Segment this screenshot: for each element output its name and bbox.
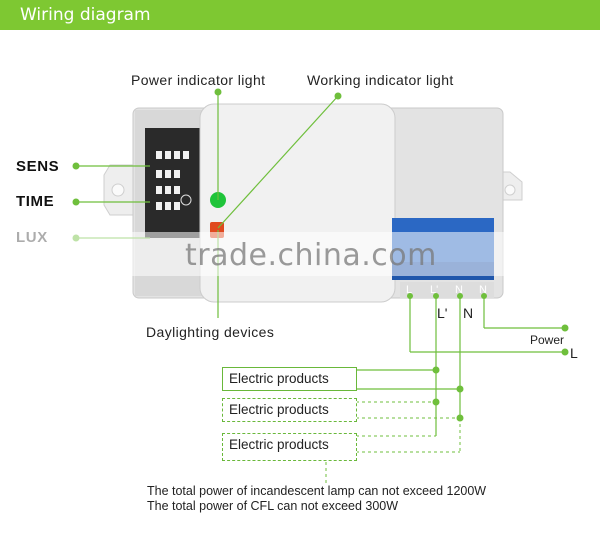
wiring-dots [407, 293, 569, 422]
watermark-band [0, 232, 600, 276]
electric-product-label: Electric products [229, 437, 329, 452]
electric-product-label: Electric products [229, 402, 329, 417]
electric-product-box-1: Electric products [222, 367, 357, 391]
terminal-label-n1: N [455, 284, 463, 296]
header-bar: Wiring diagram [0, 0, 600, 30]
time-label: TIME [16, 193, 55, 210]
dip-switches [156, 151, 189, 210]
wire-label-n: N [463, 305, 474, 321]
trimmer-knob [180, 194, 192, 206]
electric-product-label: Electric products [229, 371, 329, 386]
electric-product-box-3: Electric products [222, 433, 357, 461]
page-title: Wiring diagram [20, 5, 151, 25]
wire-label-l-prime: L' [437, 305, 448, 321]
daylighting-label: Daylighting devices [146, 324, 275, 340]
working-indicator-label: Working indicator light [307, 72, 454, 88]
terminal-label-n2: N [479, 284, 487, 296]
electric-product-box-2: Electric products [222, 398, 357, 422]
lux-label: LUX [16, 229, 48, 246]
note-line-1: The total power of incandescent lamp can… [147, 484, 487, 498]
left-mounting-tab [103, 164, 136, 216]
note-line-2: The total power of CFL can not exceed 30… [147, 499, 399, 513]
terminal-label-l: L [406, 284, 413, 296]
watermark-text: trade.china.com [185, 238, 437, 273]
power-indicator-label: Power indicator light [131, 72, 266, 88]
wiring-lines-dashed [325, 401, 461, 484]
sens-label: SENS [16, 158, 60, 175]
power-label: Power [530, 333, 565, 347]
power-l-label: L [570, 345, 578, 361]
terminal-label-l-prime: L' [430, 284, 439, 296]
